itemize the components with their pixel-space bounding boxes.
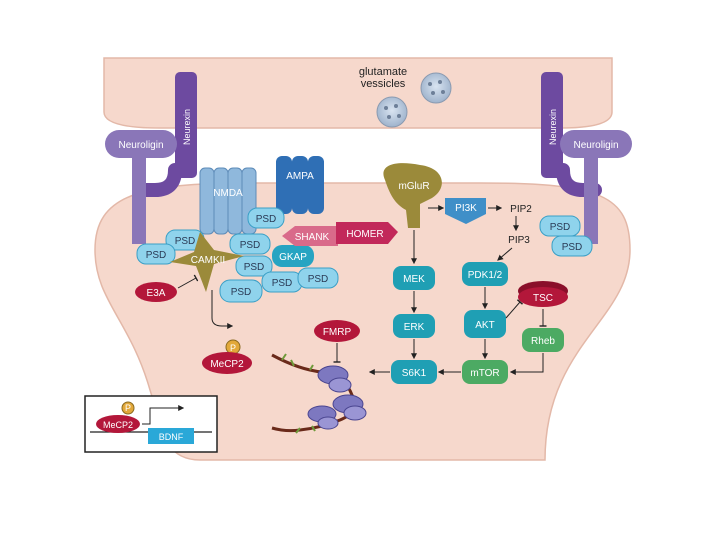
akt: AKT bbox=[464, 310, 506, 338]
neuroligin-right: Neuroligin bbox=[560, 130, 632, 244]
erk: ERK bbox=[393, 314, 435, 338]
svg-text:PSD: PSD bbox=[272, 278, 293, 289]
svg-text:FMRP: FMRP bbox=[323, 327, 352, 338]
pdk: PDK1/2 bbox=[462, 262, 508, 286]
svg-text:PI3K: PI3K bbox=[455, 203, 477, 214]
svg-text:S6K1: S6K1 bbox=[402, 368, 427, 379]
svg-text:NMDA: NMDA bbox=[213, 188, 243, 199]
pi3k: PI3K bbox=[445, 198, 486, 224]
rheb: Rheb bbox=[522, 328, 564, 352]
nmda-receptor: NMDA bbox=[199, 167, 257, 235]
pip2: PIP2 bbox=[510, 204, 532, 215]
vesicles-label-line2: vessicles bbox=[361, 78, 406, 90]
mek: MEK bbox=[393, 266, 435, 290]
svg-text:TSC: TSC bbox=[533, 293, 553, 304]
svg-text:PSD: PSD bbox=[231, 287, 252, 298]
svg-text:PSD: PSD bbox=[175, 236, 196, 247]
neurexin-left: Neurexin bbox=[136, 72, 197, 197]
svg-text:PSD: PSD bbox=[244, 262, 265, 273]
psd-cluster: PSD PSD PSD PSD PSD PSD PSD PSD PSD PSD bbox=[136, 207, 593, 303]
psd-5 bbox=[235, 255, 273, 277]
svg-text:PSD: PSD bbox=[146, 250, 167, 261]
ampa-receptor: AMPA bbox=[276, 156, 324, 214]
svg-text:Neurexin: Neurexin bbox=[182, 109, 192, 145]
svg-text:P: P bbox=[125, 403, 131, 413]
svg-text:ERK: ERK bbox=[404, 322, 425, 333]
fmrp: FMRP bbox=[314, 320, 360, 342]
tsc: TSC bbox=[518, 281, 568, 307]
gkap: GKAP bbox=[272, 245, 314, 267]
svg-text:PSD: PSD bbox=[308, 274, 329, 285]
svg-text:AMPA: AMPA bbox=[286, 171, 314, 182]
psd-10 bbox=[551, 235, 593, 257]
svg-text:mTOR: mTOR bbox=[470, 368, 499, 379]
svg-text:SHANK: SHANK bbox=[295, 232, 330, 243]
svg-text:E3A: E3A bbox=[147, 288, 166, 299]
e3a: E3A bbox=[135, 282, 177, 302]
svg-text:MEK: MEK bbox=[403, 274, 425, 285]
svg-text:PSD: PSD bbox=[256, 214, 277, 225]
nucleus-inset: P MeCP2 BDNF bbox=[84, 395, 218, 453]
psd-6 bbox=[219, 279, 263, 303]
vesicles-label-line1: glutamate bbox=[359, 66, 407, 78]
homer: HOMER bbox=[336, 222, 398, 244]
camkii: CAMKII bbox=[170, 232, 244, 292]
s6k1: S6K1 bbox=[391, 360, 437, 384]
svg-text:P: P bbox=[230, 343, 236, 353]
svg-text:Neurexin: Neurexin bbox=[548, 109, 558, 145]
mtor: mTOR bbox=[462, 360, 508, 384]
neurexin-right: Neurexin bbox=[541, 72, 602, 197]
svg-text:AKT: AKT bbox=[475, 320, 494, 331]
svg-text:CAMKII: CAMKII bbox=[191, 255, 225, 266]
svg-text:MeCP2: MeCP2 bbox=[103, 420, 133, 430]
svg-text:Neuroligin: Neuroligin bbox=[573, 140, 618, 151]
mecp2-phospho: P MeCP2 bbox=[202, 339, 252, 374]
pip3: PIP3 bbox=[508, 235, 530, 246]
svg-text:PSD: PSD bbox=[550, 222, 571, 233]
presynaptic-terminal bbox=[103, 57, 613, 129]
svg-text:PSD: PSD bbox=[240, 240, 261, 251]
svg-text:PDK1/2: PDK1/2 bbox=[468, 270, 503, 281]
glutamate-vesicles bbox=[376, 72, 452, 128]
svg-text:HOMER: HOMER bbox=[346, 229, 383, 240]
psd-8 bbox=[297, 267, 339, 289]
svg-text:BDNF: BDNF bbox=[159, 432, 184, 442]
svg-text:Rheb: Rheb bbox=[531, 336, 555, 347]
ribosome-mrna bbox=[271, 353, 367, 434]
psd-1 bbox=[247, 207, 285, 229]
svg-text:mGluR: mGluR bbox=[398, 181, 429, 192]
mglur-receptor: mGluR bbox=[383, 163, 442, 228]
shank: SHANK bbox=[282, 226, 338, 246]
svg-text:MeCP2: MeCP2 bbox=[210, 359, 244, 370]
svg-text:Neuroligin: Neuroligin bbox=[118, 140, 163, 151]
neuroligin-left: Neuroligin bbox=[105, 130, 177, 244]
svg-text:GKAP: GKAP bbox=[279, 252, 307, 263]
psd-3 bbox=[136, 243, 176, 265]
psd-4 bbox=[229, 233, 271, 255]
svg-text:PSD: PSD bbox=[562, 242, 583, 253]
